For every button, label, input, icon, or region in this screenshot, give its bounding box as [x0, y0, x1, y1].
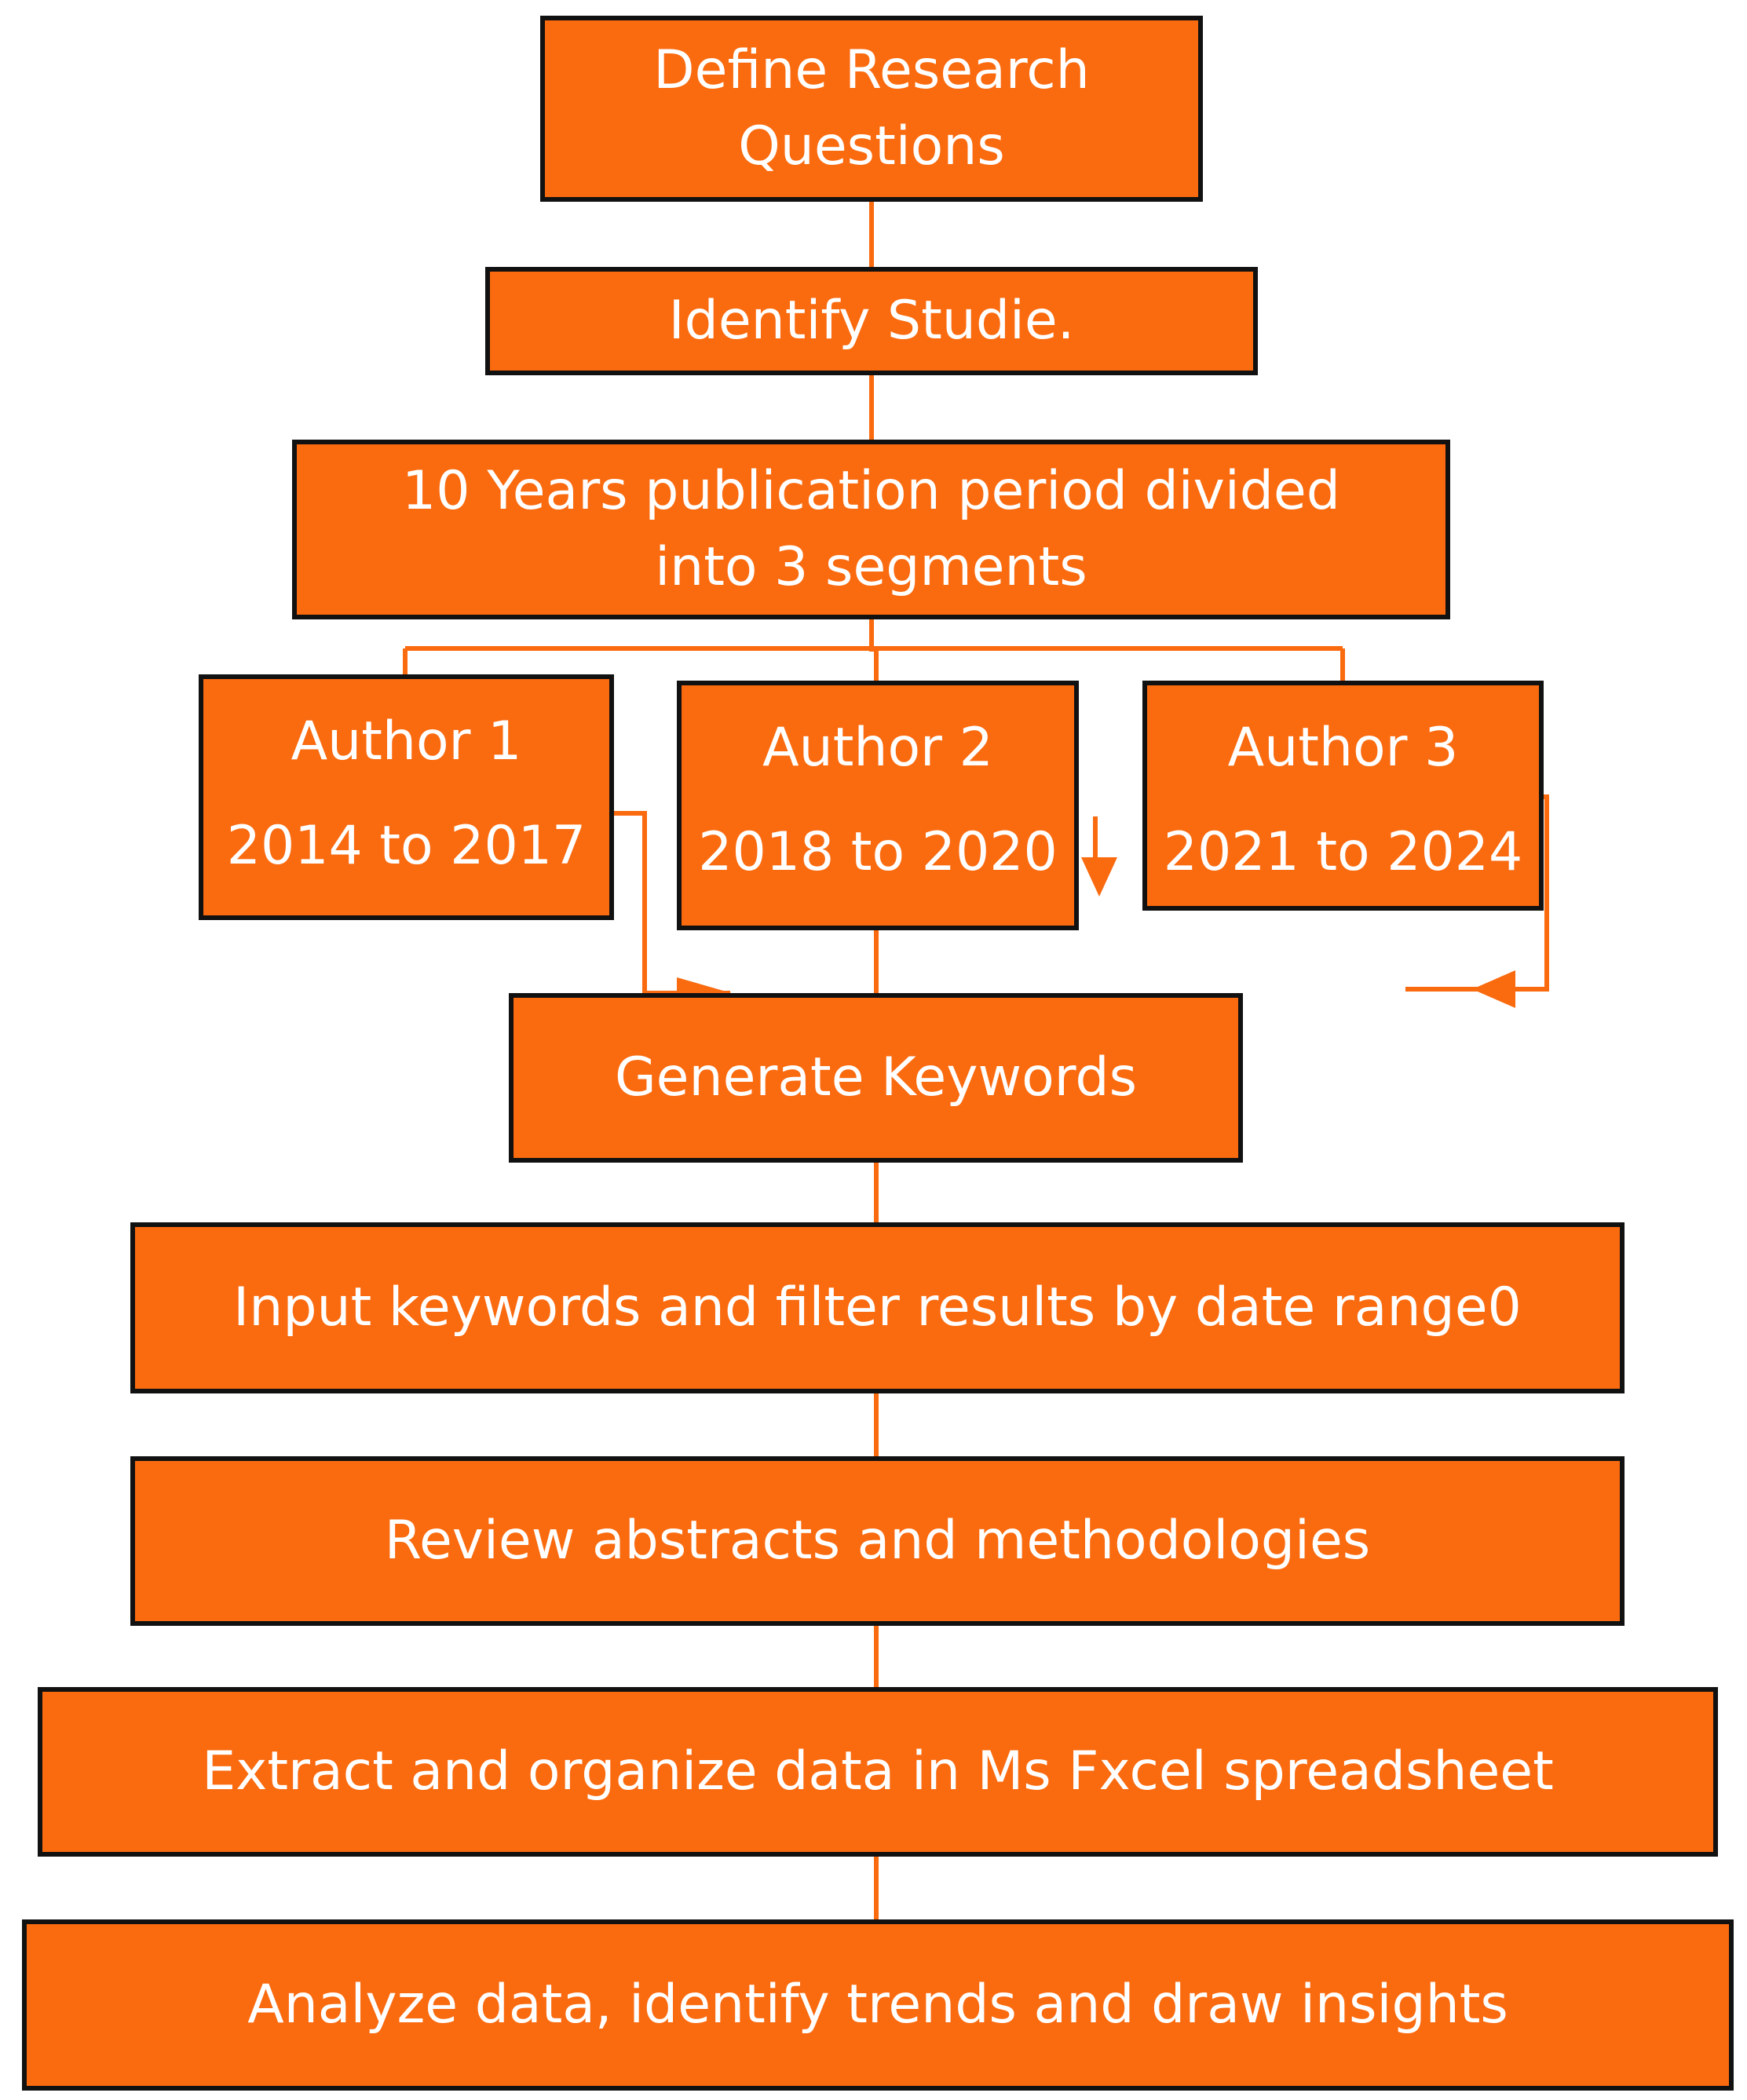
author1-box: Author 1 2014 to 2017	[199, 674, 614, 920]
author3-box: Author 3 2021 to 2024	[1142, 681, 1544, 911]
author3-name: Author 3	[1227, 717, 1459, 779]
input-keywords-box: Input keywords and filter results by dat…	[130, 1222, 1625, 1393]
author2-years: 2018 to 2020	[698, 820, 1058, 883]
publication-period-box: 10 Years publication period divided into…	[292, 440, 1450, 619]
author1-name: Author 1	[291, 710, 522, 772]
input-label: Input keywords and filter results by dat…	[233, 1276, 1522, 1339]
review-label: Review abstracts and methodologies	[384, 1509, 1371, 1572]
extract-label: Extract and organize data in Ms Fxcel sp…	[202, 1740, 1554, 1802]
define-research-questions-box: Define Research Questions	[540, 16, 1203, 202]
author3-years: 2021 to 2024	[1163, 820, 1523, 883]
define-label-line1: Define Research	[653, 38, 1090, 101]
keywords-label: Generate Keywords	[614, 1046, 1138, 1108]
identify-label: Identify Studie.	[668, 289, 1075, 352]
author1-years: 2014 to 2017	[226, 814, 587, 877]
period-label-line1: 10 Years publication period divided	[402, 459, 1340, 522]
extract-data-box: Extract and organize data in Ms Fxcel sp…	[38, 1687, 1718, 1857]
author2-name: Author 2	[762, 717, 993, 779]
identify-studies-box: Identify Studie.	[485, 267, 1258, 375]
define-label-line2: Questions	[738, 115, 1005, 177]
arrow-head-author3	[1472, 970, 1515, 1008]
period-label-line2: into 3 segments	[655, 535, 1087, 598]
analyze-label: Analyze data, identify trends and draw i…	[247, 1973, 1508, 2036]
generate-keywords-box: Generate Keywords	[509, 993, 1243, 1163]
analyze-data-box: Analyze data, identify trends and draw i…	[22, 1919, 1734, 2091]
review-abstracts-box: Review abstracts and methodologies	[130, 1456, 1625, 1626]
author2-box: Author 2 2018 to 2020	[677, 681, 1079, 930]
arrow-head-author2	[1081, 857, 1117, 897]
arrow-head-author1	[677, 977, 734, 997]
